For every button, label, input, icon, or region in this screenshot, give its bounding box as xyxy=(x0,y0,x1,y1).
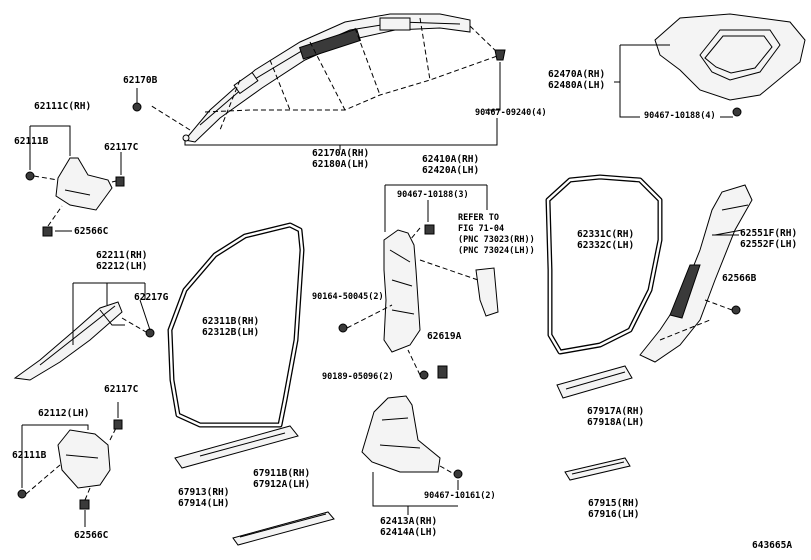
label-62566b: 62566B xyxy=(722,273,757,284)
label-62410a: 62410A(RH) xyxy=(422,154,480,165)
label-67917a: 67917A(RH) xyxy=(587,406,645,417)
label-62111c: 62111C(RH) xyxy=(34,101,92,112)
label-62480a: 62480A(LH) xyxy=(548,80,606,91)
front-scuff-plate-67911b xyxy=(232,511,335,546)
front-pillar-garnish xyxy=(13,301,155,381)
label-67915: 67915(RH) xyxy=(588,498,640,509)
figure-id: 643665A xyxy=(752,540,793,551)
label-90467-10188-4: 90467-10188(4) xyxy=(644,111,716,121)
label-62111b-top: 62111B xyxy=(14,136,49,147)
refer-line-4: (PNC 73024(LH)) xyxy=(458,246,535,256)
clip-62170b xyxy=(132,88,142,112)
label-62566c-bot: 62566C xyxy=(74,530,109,541)
label-62217g: 62217G xyxy=(134,292,169,303)
label-62566c-top: 62566C xyxy=(74,226,109,237)
label-62212: 62212(LH) xyxy=(96,261,148,272)
label-62111b-bot: 62111B xyxy=(12,450,47,461)
quarter-window-trim xyxy=(654,13,806,117)
label-62311b: 62311B(RH) xyxy=(202,316,260,327)
label-62117c-top: 62117C xyxy=(104,142,139,153)
quarter-trim-panel xyxy=(639,184,753,363)
label-62551f: 62551F(RH) xyxy=(740,228,798,239)
rear-door-weatherstrip xyxy=(545,174,663,355)
label-67912a: 67912A(LH) xyxy=(253,479,311,490)
label-62312b: 62312B(LH) xyxy=(202,327,260,338)
label-62117c-bot: 62117C xyxy=(104,384,139,395)
label-90164-50045: 90164-50045(2) xyxy=(312,292,384,302)
label-90467-10161: 90467-10161(2) xyxy=(424,491,496,501)
label-62170b: 62170B xyxy=(123,75,158,86)
label-62331c: 62331C(RH) xyxy=(577,229,635,240)
refer-line-1: REFER TO xyxy=(458,213,499,223)
center-pillar-upper-garnish xyxy=(338,224,448,380)
seatbelt-anchor-ref xyxy=(419,259,499,317)
center-pillar-lower-garnish xyxy=(361,395,463,479)
label-62619a: 62619A xyxy=(427,331,462,342)
label-90189-05096: 90189-05096(2) xyxy=(322,372,394,382)
rear-scuff-plate-67915 xyxy=(564,457,631,481)
label-62414a: 62414A(LH) xyxy=(380,527,438,538)
refer-line-2: FIG 71-04 xyxy=(458,224,505,234)
label-62112: 62112(LH) xyxy=(38,408,90,419)
cowl-side-trim-lh xyxy=(17,419,123,510)
label-62552f: 62552F(LH) xyxy=(740,239,798,250)
label-62170a: 62170A(RH) xyxy=(312,148,370,159)
clip-90467-09240 xyxy=(485,49,506,111)
label-62180a: 62180A(LH) xyxy=(312,159,370,170)
label-67916: 67916(LH) xyxy=(588,509,640,520)
label-67913: 67913(RH) xyxy=(178,487,230,498)
label-67914: 67914(LH) xyxy=(178,498,230,509)
front-scuff-plate-67913 xyxy=(174,425,299,469)
label-62470a: 62470A(RH) xyxy=(548,69,606,80)
label-62332c: 62332C(LH) xyxy=(577,240,635,251)
label-67918a: 67918A(LH) xyxy=(587,417,645,428)
rear-scuff-plate-67917a xyxy=(556,365,633,399)
label-90467-10188-3: 90467-10188(3) xyxy=(397,190,469,200)
label-62211: 62211(RH) xyxy=(96,250,148,261)
label-62413a: 62413A(RH) xyxy=(380,516,438,527)
front-door-weatherstrip xyxy=(167,222,305,428)
curtain-airbag-assembly xyxy=(149,13,501,143)
label-67911b: 67911B(RH) xyxy=(253,468,311,479)
cowl-side-trim-rh xyxy=(25,157,125,237)
refer-line-3: (PNC 73023(RH)) xyxy=(458,235,535,245)
label-90467-09240: 90467-09240(4) xyxy=(475,108,547,118)
label-62420a: 62420A(LH) xyxy=(422,165,480,176)
